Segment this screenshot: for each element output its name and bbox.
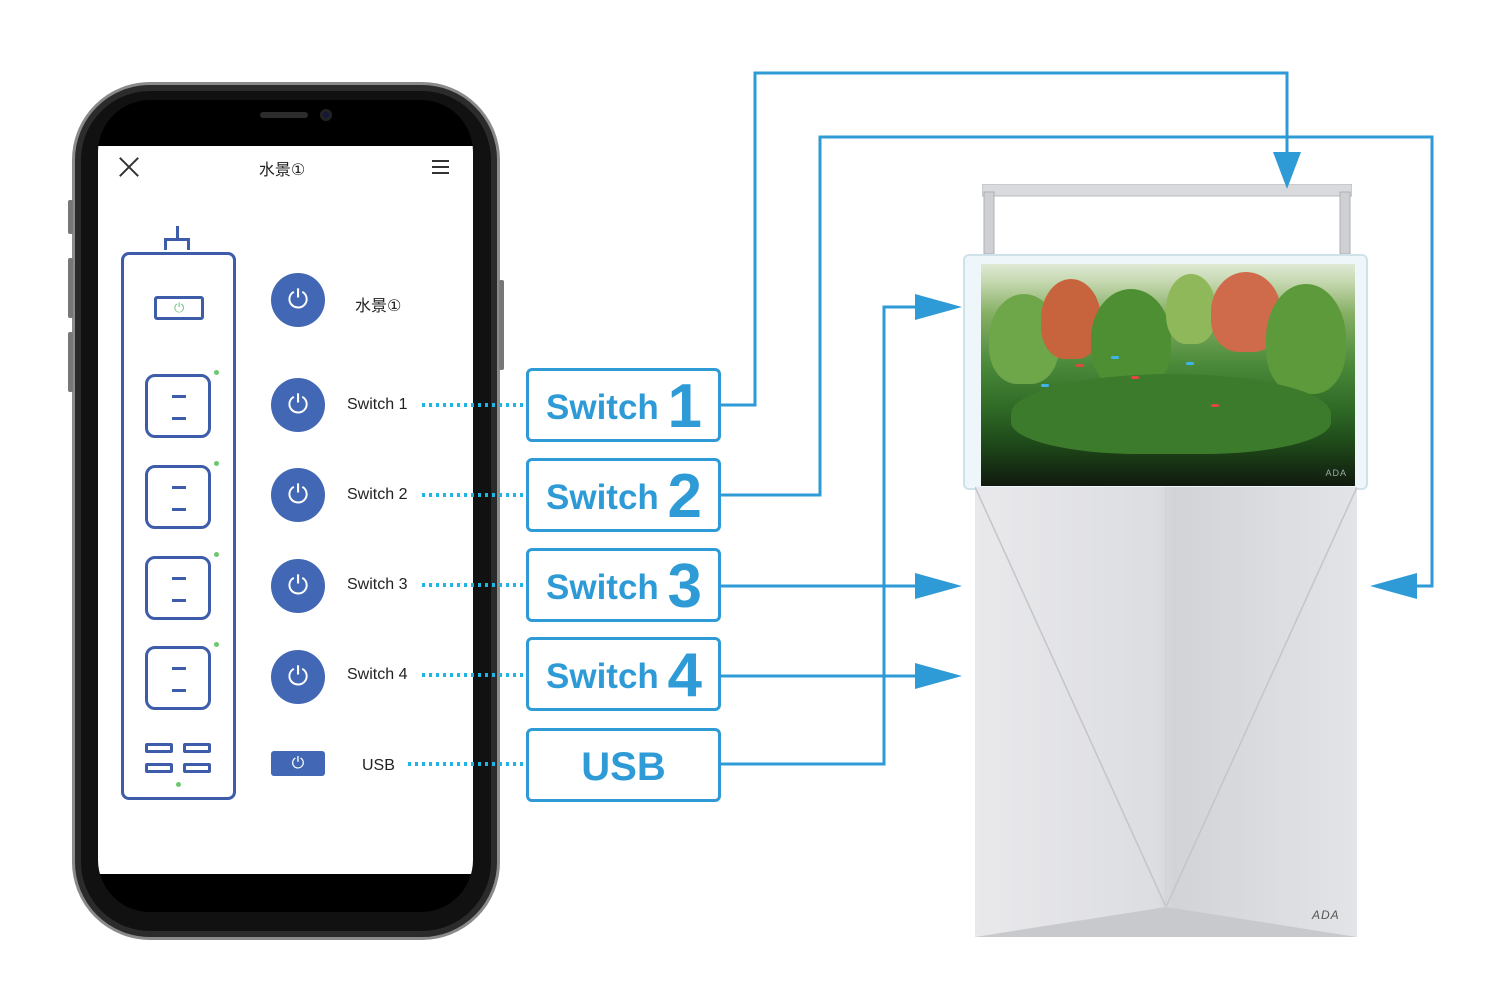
callout-number: 1 <box>667 372 702 441</box>
callout-label: Switch <box>546 657 659 696</box>
outlet-3-led <box>214 552 219 557</box>
arrowhead-right <box>915 663 962 689</box>
side-button <box>499 280 504 370</box>
strip-plug <box>164 238 190 250</box>
fish <box>1186 362 1194 365</box>
arrowhead-left <box>1370 573 1417 599</box>
plant <box>1166 274 1216 344</box>
callout-switch-3: Switch 3 <box>526 548 721 622</box>
callout-number: 2 <box>667 462 702 531</box>
volume-up-button <box>68 258 73 318</box>
row-label-switch-1: Switch 1 <box>347 396 408 413</box>
master-switch-icon: ⏻ <box>154 296 204 320</box>
power-button-switch-3[interactable]: ⏻ <box>271 559 325 613</box>
row-label-switch-3: Switch 3 <box>347 576 408 593</box>
stand-panel-lines <box>975 487 1357 937</box>
power-button-switch-1[interactable]: ⏻ <box>271 378 325 432</box>
stand-logo: ADA <box>1312 908 1340 922</box>
volume-down-button <box>68 332 73 392</box>
callout-label: Switch <box>546 478 659 517</box>
app-title: 水景① <box>258 162 306 179</box>
tank-logo: ADA <box>1325 468 1347 478</box>
arrow-lines <box>721 71 1434 766</box>
row-label-master: 水景① <box>355 298 402 315</box>
fish <box>1111 356 1119 359</box>
callout-label: USB <box>581 745 666 789</box>
power-button-switch-4[interactable]: ⏻ <box>271 650 325 704</box>
power-icon: ⏻ <box>287 389 309 419</box>
power-button-usb[interactable]: ⏻ <box>271 751 325 776</box>
plant <box>1091 289 1171 389</box>
front-camera <box>320 109 332 121</box>
strip-cord <box>176 226 179 240</box>
usb-port <box>145 763 173 773</box>
usb-port <box>183 763 211 773</box>
callout-label: Switch <box>546 568 659 607</box>
arrowheads <box>915 152 1417 689</box>
usb-led <box>176 782 181 787</box>
menu-icon[interactable] <box>432 160 449 174</box>
earpiece <box>260 112 308 118</box>
power-icon: ⏻ <box>287 570 309 600</box>
callout-label: Switch <box>546 388 659 427</box>
power-icon: ⏻ <box>291 755 305 772</box>
arrowhead-down <box>1273 152 1301 189</box>
power-button-switch-2[interactable]: ⏻ <box>271 468 325 522</box>
notch <box>190 100 382 134</box>
power-icon: ⏻ <box>287 661 309 691</box>
mute-button <box>68 200 73 234</box>
callout-number: 4 <box>667 641 702 710</box>
outlet-4 <box>145 646 211 710</box>
outlet-1-led <box>214 370 219 375</box>
outlet-2 <box>145 465 211 529</box>
plant <box>1266 284 1346 394</box>
light-fixture <box>982 184 1352 254</box>
outlet-1 <box>145 374 211 438</box>
power-strip <box>121 252 236 800</box>
callout-usb: USB <box>526 728 721 802</box>
power-icon: ⏻ <box>287 479 309 509</box>
dotted-connectors <box>408 403 526 766</box>
callout-number: 3 <box>667 552 702 621</box>
arrowhead-right <box>915 294 962 320</box>
callout-switch-2: Switch 2 <box>526 458 721 532</box>
fish <box>1131 376 1139 379</box>
fish <box>1211 404 1219 407</box>
row-label-usb: USB <box>362 757 395 774</box>
power-button-master[interactable]: ⏻ <box>271 273 325 327</box>
outlet-2-led <box>214 461 219 466</box>
arrowhead-right <box>915 573 962 599</box>
aquascape: ADA <box>981 264 1355 486</box>
fish <box>1041 384 1049 387</box>
row-label-switch-2: Switch 2 <box>347 486 408 503</box>
power-icon: ⏻ <box>287 284 309 314</box>
outlet-4-led <box>214 642 219 647</box>
row-label-switch-4: Switch 4 <box>347 666 408 683</box>
usb-port <box>145 743 173 753</box>
usb-port <box>183 743 211 753</box>
callout-switch-4: Switch 4 <box>526 637 721 711</box>
callout-switch-1: Switch 1 <box>526 368 721 442</box>
plant <box>1011 374 1331 454</box>
outlet-3 <box>145 556 211 620</box>
fish <box>1076 364 1084 367</box>
